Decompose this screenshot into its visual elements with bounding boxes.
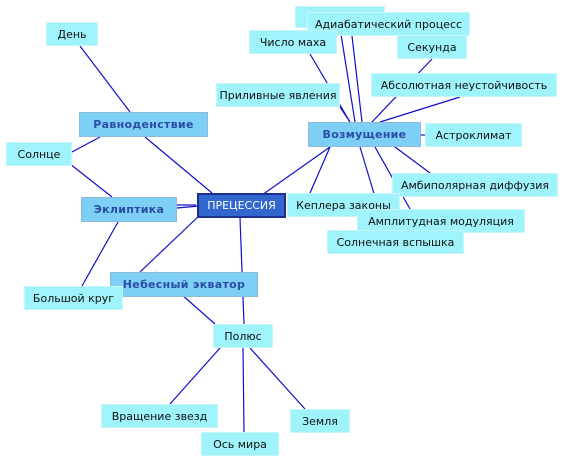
node-vozmuschenie[interactable]: Возмущение bbox=[308, 122, 421, 147]
edge-line bbox=[351, 35, 363, 123]
edge-line bbox=[79, 45, 131, 113]
node-absolyutnaya-neustoychivost[interactable]: Абсолютная неустойчивость bbox=[371, 73, 557, 97]
node-vraschenie-zvezd[interactable]: Вращение звезд bbox=[101, 404, 218, 428]
node-keplera-zakony[interactable]: Кеплера законы bbox=[287, 193, 400, 217]
edge-line bbox=[169, 347, 221, 405]
node-ambipolyarnaya-diffuziya[interactable]: Амбиполярная диффузия bbox=[392, 173, 558, 197]
edge-line bbox=[379, 96, 461, 123]
node-zemlya[interactable]: Земля bbox=[290, 409, 350, 433]
node-nebesny-ekvator[interactable]: Небесный экватор bbox=[110, 272, 258, 297]
node-solnce[interactable]: Солнце bbox=[6, 142, 72, 166]
node-polyus[interactable]: Полюс bbox=[213, 324, 273, 348]
node-den[interactable]: День bbox=[46, 22, 98, 46]
node-ekliptika[interactable]: Эклиптика bbox=[81, 197, 177, 222]
edge-line bbox=[242, 347, 245, 433]
edge-line bbox=[261, 146, 331, 196]
node-ravnodenstvie[interactable]: Равноденствие bbox=[79, 112, 208, 137]
edge-line bbox=[71, 136, 101, 153]
edge-line bbox=[139, 214, 201, 273]
node-amplitudnaya-modulyaciya[interactable]: Амплитудная модуляция bbox=[357, 209, 525, 233]
node-sekunda[interactable]: Секунда bbox=[397, 35, 467, 59]
edge-line bbox=[239, 217, 245, 325]
node-os-mira[interactable]: Ось мира bbox=[201, 432, 279, 456]
edge-line bbox=[394, 146, 431, 174]
edge-line bbox=[339, 27, 356, 123]
node-chislo-maha[interactable]: Число маха bbox=[249, 30, 337, 54]
node-solnechnaya-vspyshka[interactable]: Солнечная вспышка bbox=[327, 230, 464, 254]
edge-line bbox=[144, 136, 213, 194]
node-astroklimat[interactable]: Астроклимат bbox=[425, 123, 522, 147]
node-prilivnye-yavleniya[interactable]: Приливные явления bbox=[216, 83, 340, 107]
edge-line bbox=[249, 347, 306, 410]
edge-line bbox=[64, 159, 113, 198]
edge-line bbox=[81, 221, 119, 287]
node-precessiya[interactable]: ПРЕЦЕССИЯ bbox=[197, 193, 286, 218]
node-bolshoy-krug[interactable]: Большой круг bbox=[24, 286, 123, 310]
edge-line bbox=[309, 146, 331, 194]
